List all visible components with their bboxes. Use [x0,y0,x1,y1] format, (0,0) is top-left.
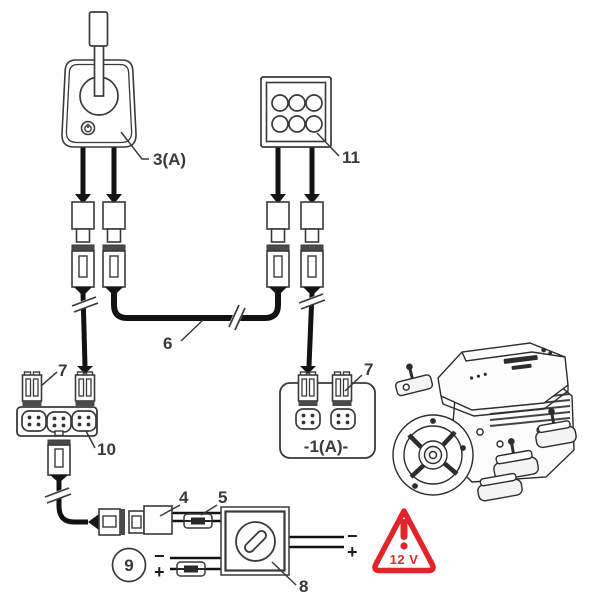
leader-5 [200,504,218,516]
power-lead-connector [88,505,173,536]
label-connector-hub: 10 [97,440,116,459]
wired-connector-7 [74,371,96,407]
label-extension-cable: 6 [163,334,172,353]
female-connector [266,244,290,297]
label-engine-unit: -1(A)- [304,437,348,456]
battery-minus-sign: − [154,546,165,566]
female-connector [300,244,324,297]
hub-socket [71,410,97,432]
connector-panel-11 [260,76,332,148]
spare-connector-7 [21,371,43,407]
label-connector-4: 4 [179,488,189,507]
label-fuse-5: 5 [218,488,227,507]
female-connector [71,244,95,297]
label-main-switch: 8 [299,577,308,596]
battery-plus-sign: + [154,562,165,582]
leader-6 [180,319,204,342]
engine-connection-box: -1(A)- [279,366,376,459]
cable-break-marks [43,293,326,504]
label-connector-7-right: 7 [364,360,373,379]
hub-socket [21,410,47,432]
fuse-holder-battery [176,561,206,577]
exclamation-triangle-icon: 12 V [372,508,436,574]
battery-circle: 9 [111,547,147,583]
connector-hub-10 [16,406,98,437]
connector-7-left-group [21,366,96,407]
engine-illustration [392,342,577,502]
terminal-minus-sign: − [347,526,358,546]
leader-10 [85,430,96,449]
control-lever [88,11,109,97]
label-connector-7-left: 7 [58,361,67,380]
label-battery: 9 [124,556,133,575]
connector-4-body [143,505,173,535]
male-connector [266,193,290,243]
engine-logo-marks [469,347,553,380]
leader-4 [159,504,181,517]
switch-key [244,530,267,553]
male-connector [102,193,126,243]
power-icon [80,120,96,136]
battery-main-switch [220,506,290,576]
leader-7-right [344,374,363,392]
label-voltage: 12 V [390,552,419,567]
male-connector [300,193,324,243]
fuse-holder-5 [183,513,213,529]
engine-connector-7 [331,371,353,407]
label-control-head: 3(A) [153,150,186,169]
leader-7-left [40,371,58,387]
engine-socket [330,408,356,430]
cable-6 [111,293,281,321]
engine-connector-wired [297,371,319,407]
engine-socket [295,408,321,430]
terminal-plus-sign: + [347,542,358,562]
throttle-control-head [61,11,137,148]
leader-11 [316,132,340,157]
connector-pairs [71,193,324,297]
hub-output-connector [47,439,71,483]
hub-socket [46,411,72,433]
leader-3a [120,131,149,160]
label-connector-panel: 11 [342,148,360,167]
female-connector [102,244,126,297]
male-connector [71,193,95,243]
leader-8 [271,561,297,586]
